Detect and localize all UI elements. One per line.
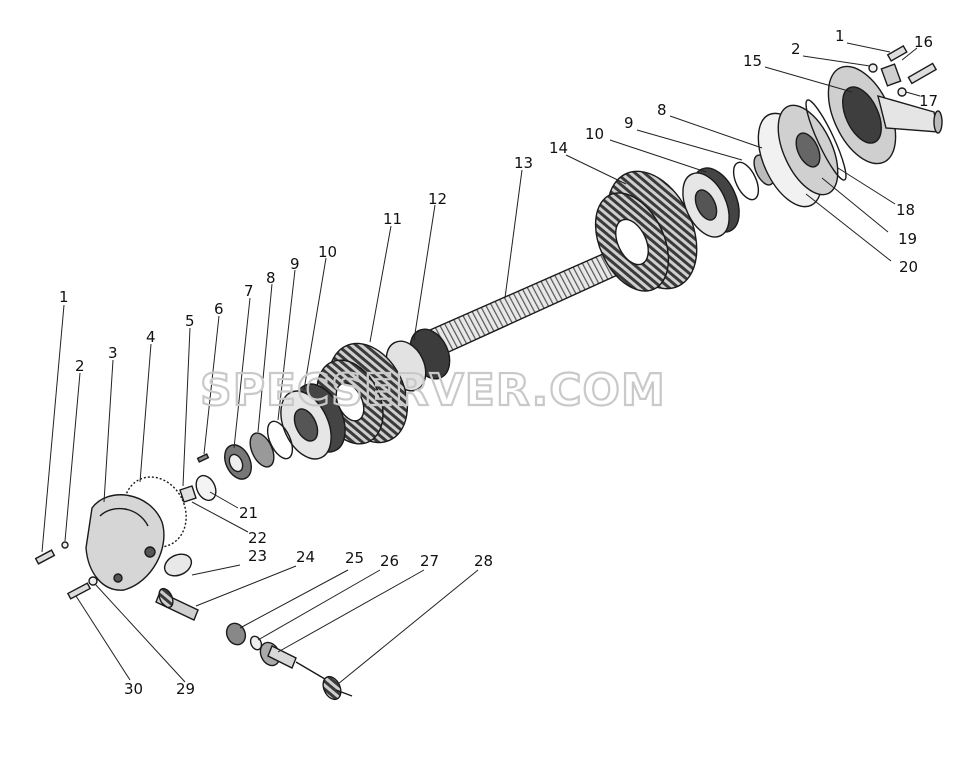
callout-4: 4 bbox=[146, 328, 156, 346]
callout-3: 3 bbox=[108, 344, 118, 362]
washer-29 bbox=[88, 576, 98, 586]
plate-23 bbox=[163, 553, 193, 577]
callout-1-right: 1 bbox=[835, 27, 845, 45]
bearing-right bbox=[682, 167, 740, 238]
callout-10-left: 10 bbox=[318, 243, 337, 261]
bearing-left bbox=[280, 383, 346, 460]
washer-2-left bbox=[61, 541, 69, 549]
callout-2-left: 2 bbox=[75, 357, 85, 375]
callout-8-left: 8 bbox=[266, 269, 276, 287]
callout-19: 19 bbox=[898, 230, 917, 248]
callout-8-right: 8 bbox=[657, 101, 667, 119]
callout-1-left: 1 bbox=[59, 288, 69, 306]
callout-13: 13 bbox=[514, 154, 533, 172]
large-gear bbox=[594, 170, 698, 292]
callout-9-left: 9 bbox=[290, 255, 300, 273]
sleeve-27 bbox=[259, 641, 297, 669]
callout-25: 25 bbox=[345, 549, 364, 567]
rear-cover-assembly bbox=[757, 99, 847, 208]
callout-20: 20 bbox=[899, 258, 918, 276]
callout-2-right: 2 bbox=[791, 40, 801, 58]
callout-16: 16 bbox=[914, 33, 933, 51]
bolt-30 bbox=[66, 582, 92, 600]
callout-27: 27 bbox=[420, 552, 439, 570]
flange-housing bbox=[827, 65, 943, 165]
callout-15: 15 bbox=[743, 52, 762, 70]
callout-12: 12 bbox=[428, 190, 447, 208]
callout-26: 26 bbox=[380, 552, 399, 570]
callout-24: 24 bbox=[296, 548, 315, 566]
callout-5: 5 bbox=[185, 312, 195, 330]
callout-29: 29 bbox=[176, 680, 195, 698]
callout-14: 14 bbox=[549, 139, 568, 157]
washer-21 bbox=[195, 474, 217, 502]
callout-18: 18 bbox=[896, 201, 915, 219]
callout-10-right: 10 bbox=[585, 125, 604, 143]
callout-7: 7 bbox=[244, 282, 254, 300]
callout-labels: 1 2 3 4 5 6 7 8 9 10 11 12 13 14 10 9 8 … bbox=[59, 27, 938, 698]
gasket-4 bbox=[123, 476, 187, 548]
callout-22: 22 bbox=[248, 529, 267, 547]
callout-9-right: 9 bbox=[624, 114, 634, 132]
ring-8-left bbox=[249, 432, 275, 468]
top-right-hardware bbox=[868, 44, 938, 97]
callout-21: 21 bbox=[239, 504, 258, 522]
lock-plate-22 bbox=[179, 485, 197, 503]
callout-11: 11 bbox=[383, 210, 402, 228]
parts-layer bbox=[34, 44, 943, 701]
front-cover-3 bbox=[85, 494, 165, 591]
watermark-text: SPECSERVER.COM bbox=[200, 365, 666, 416]
nut-7-inner bbox=[228, 453, 244, 473]
bolt-1-left bbox=[34, 549, 56, 565]
nut-25 bbox=[225, 622, 247, 646]
ring-9-right bbox=[732, 161, 760, 201]
callout-17: 17 bbox=[919, 92, 938, 110]
pin-6 bbox=[196, 453, 210, 463]
callout-30: 30 bbox=[124, 680, 143, 698]
callout-23: 23 bbox=[248, 547, 267, 565]
leader-lines bbox=[41, 42, 921, 685]
callout-28: 28 bbox=[474, 552, 493, 570]
driven-gear-28 bbox=[295, 661, 353, 701]
drive-gear-24 bbox=[155, 587, 199, 621]
callout-6: 6 bbox=[214, 300, 224, 318]
